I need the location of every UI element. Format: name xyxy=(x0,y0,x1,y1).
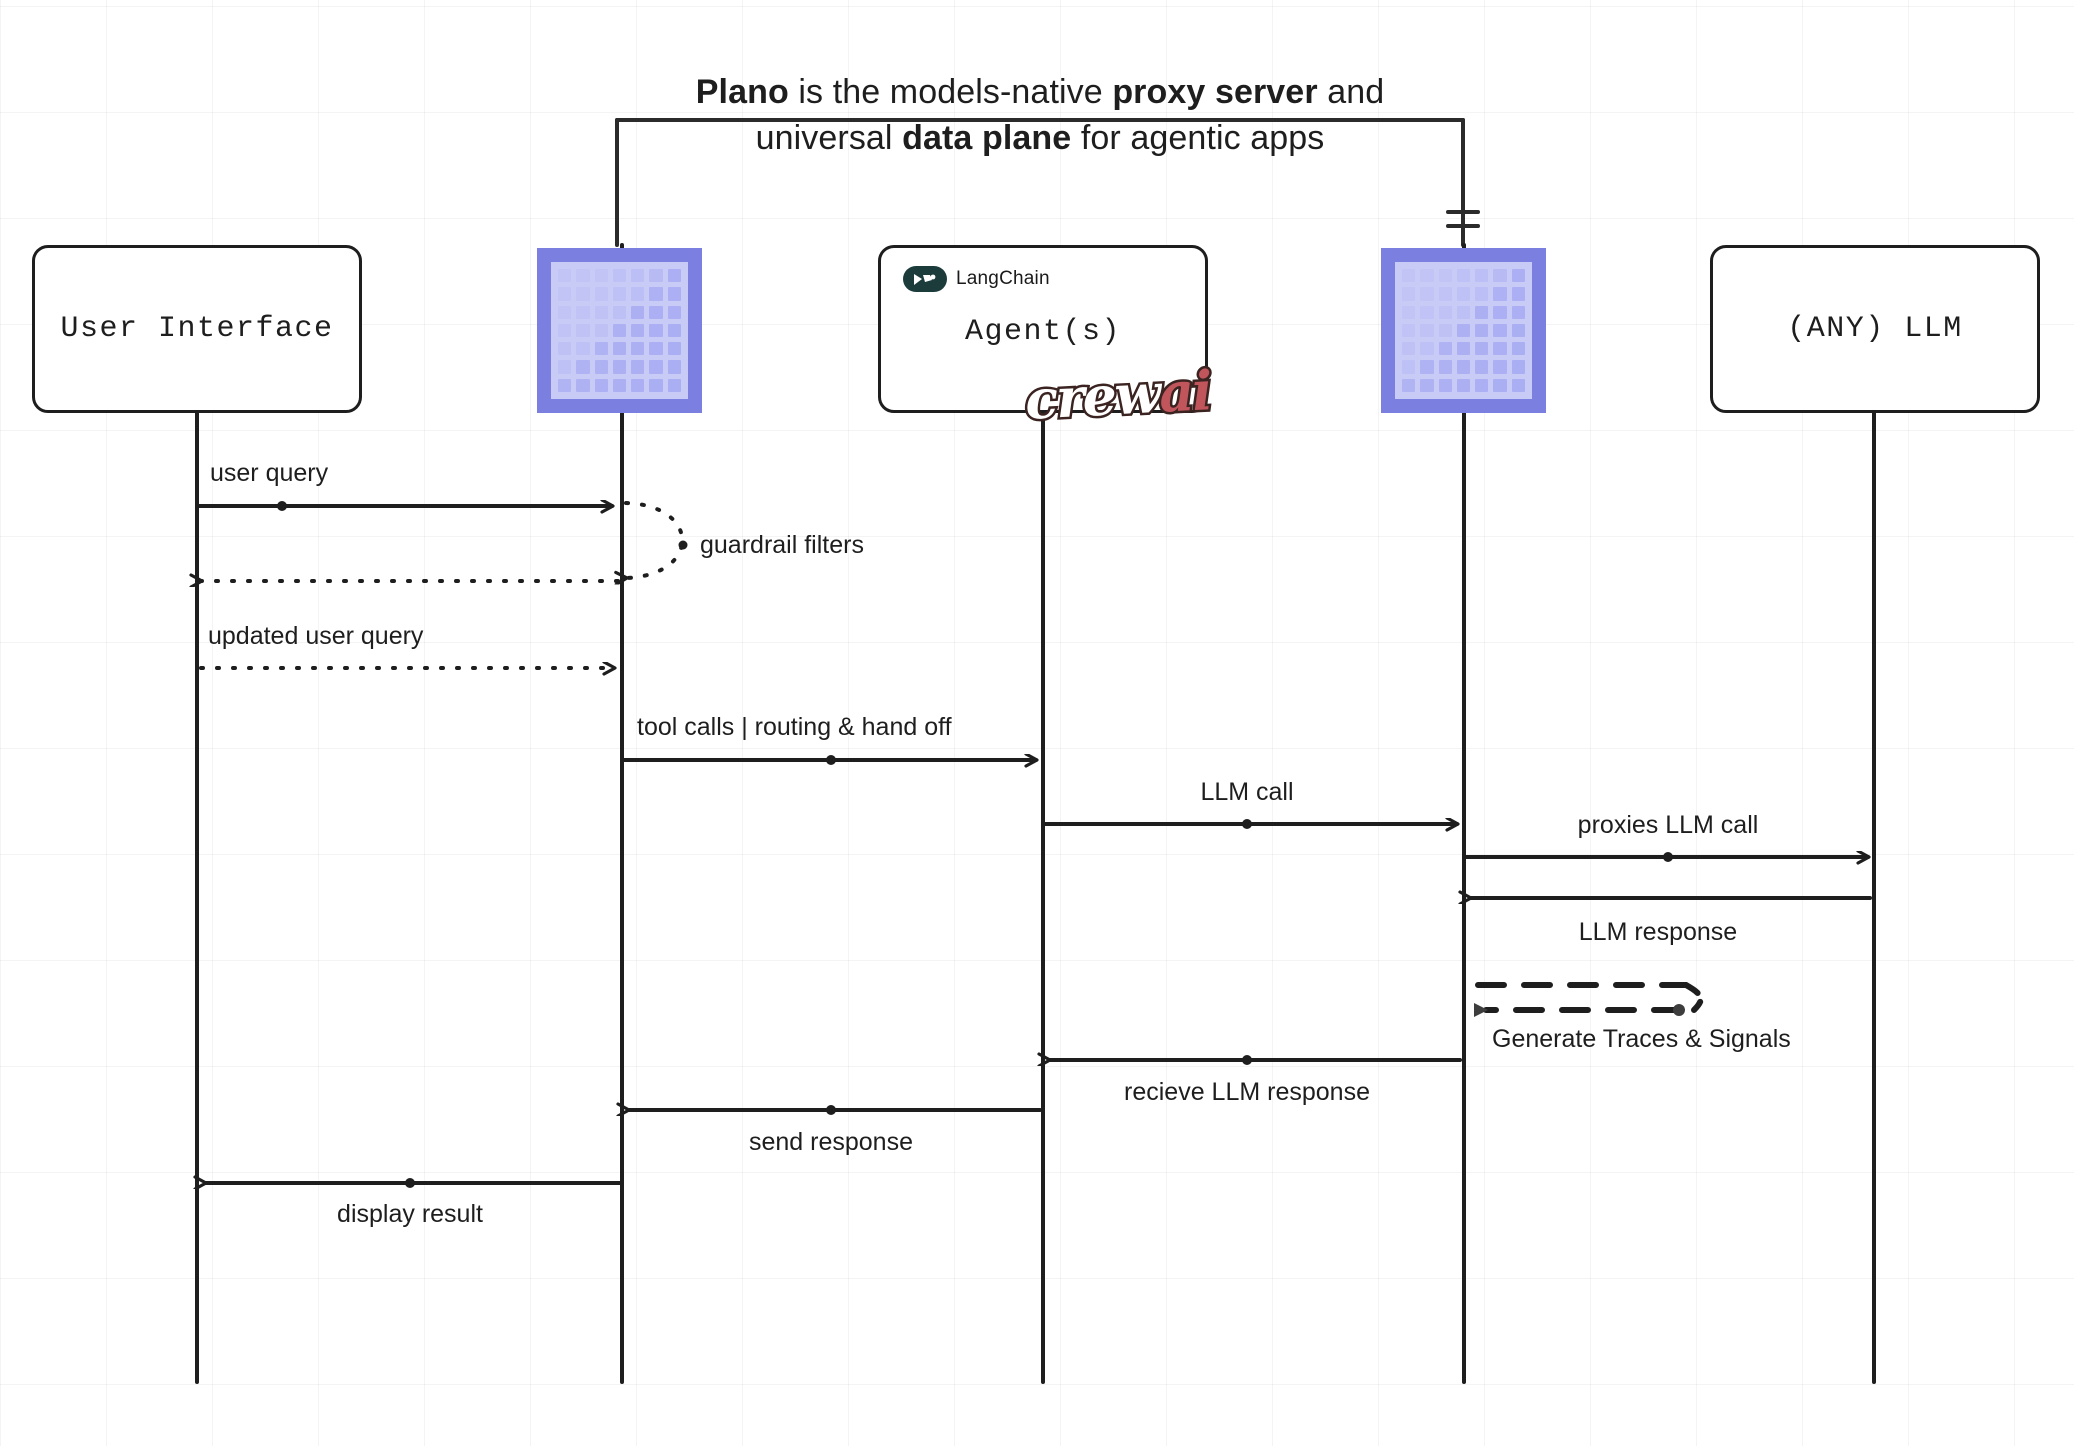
title-line-1: Plano is the models-native proxy server … xyxy=(560,70,1520,116)
crewai-logo: crewai xyxy=(1021,356,1215,435)
plano-icon-ingress xyxy=(551,262,688,399)
title-line1-post: and xyxy=(1317,73,1385,111)
message-label-user-query: user query xyxy=(210,459,329,487)
message-label-updated-user-query: updated user query xyxy=(208,622,424,650)
message-label-display-result: display result xyxy=(337,1200,483,1228)
title-line1-mid: is the models-native xyxy=(788,73,1113,111)
title-bracket xyxy=(615,118,1480,247)
message-recieve-llm-response xyxy=(1049,1055,1462,1065)
diagram-title: Plano is the models-native proxy server … xyxy=(560,70,1520,161)
langchain-label: LangChain xyxy=(956,268,1050,289)
title-line2-pre: universal xyxy=(755,118,903,157)
message-label-send-response: send response xyxy=(748,1128,914,1156)
message-guardrail-filters xyxy=(626,501,688,578)
message-tool-calls xyxy=(622,755,1036,765)
message-label-generate-traces: Generate Traces & Signals xyxy=(1492,1025,1791,1053)
title-bold-proxy-server: proxy server xyxy=(1112,73,1318,111)
participant-any-llm[interactable]: (ANY) LLM xyxy=(1710,245,2040,413)
message-label-guardrail-filters: guardrail filters xyxy=(700,531,864,559)
participant-agents-label: Agent(s) xyxy=(964,315,1122,350)
participant-user-interface[interactable]: User Interface xyxy=(32,245,362,413)
message-proxies-llm-call xyxy=(1464,852,1868,862)
title-line2-post: for agentic apps xyxy=(1071,118,1325,157)
langchain-badge: LangChain xyxy=(903,266,1050,292)
message-label-proxies-llm-call: proxies LLM call xyxy=(1577,811,1759,839)
crewai-logo-ai: ai xyxy=(1155,356,1215,428)
plano-icon-egress xyxy=(1395,262,1532,399)
message-display-result xyxy=(205,1178,622,1188)
participant-agents[interactable]: LangChain Agent(s) crewai xyxy=(878,245,1215,434)
message-label-tool-calls: tool calls | routing & hand off xyxy=(637,713,952,741)
message-llm-call xyxy=(1043,819,1457,829)
message-generate-traces-signals xyxy=(1474,982,1704,1017)
participant-user-interface-label: User Interface xyxy=(60,312,334,346)
langchain-icon xyxy=(903,266,947,292)
lifelines xyxy=(195,243,1876,1384)
message-label-llm-call: LLM call xyxy=(1200,778,1294,806)
participant-plano-ingress[interactable] xyxy=(537,248,702,413)
crewai-logo-crew: crew xyxy=(1021,358,1163,434)
message-label-recieve-llm-response: recieve LLM response xyxy=(1124,1078,1370,1106)
title-bold-data-plane: data plane xyxy=(902,118,1072,157)
participant-plano-egress[interactable] xyxy=(1381,248,1546,413)
title-line-2: universal data plane for agentic apps xyxy=(560,116,1520,162)
message-user-query xyxy=(197,501,612,511)
title-brand: Plano xyxy=(695,73,789,111)
message-send-response xyxy=(628,1105,1042,1115)
message-label-llm-response: LLM response xyxy=(1578,918,1738,946)
participant-any-llm-label: (ANY) LLM xyxy=(1787,312,1963,346)
